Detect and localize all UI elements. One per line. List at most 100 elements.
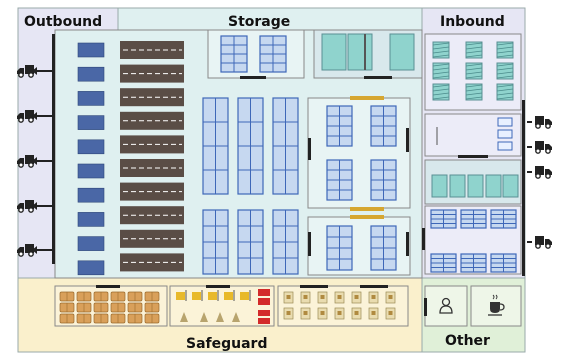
inbound-rack-unit <box>490 209 517 229</box>
shelf-hatch <box>496 54 514 58</box>
inbound-shelves <box>432 41 514 101</box>
rack-room-upper-side-door <box>406 128 409 152</box>
truck-wheel <box>18 72 24 78</box>
truck-wheel <box>545 173 551 179</box>
parts-bins <box>283 291 396 320</box>
shelf-hatch <box>465 42 483 46</box>
red-cart <box>258 289 270 296</box>
shelf-hatch <box>465 54 483 58</box>
shelf-hatch <box>432 54 450 58</box>
truck-wheel <box>545 148 551 154</box>
inbound-racks <box>430 209 517 273</box>
parts-storage-door <box>300 285 328 288</box>
shelf-hatch <box>465 96 483 100</box>
glass-shelf <box>389 33 415 71</box>
truck-cargo <box>25 65 34 74</box>
inbound-dock-wall <box>522 100 525 276</box>
inbound-rack-unit <box>430 209 457 229</box>
inbound-bin <box>497 129 513 139</box>
shelf-hatch <box>496 88 514 92</box>
inbound-left-door <box>422 228 425 250</box>
shelf-hatch <box>465 50 483 54</box>
shelf-hatch <box>496 67 514 71</box>
storage-label: Storage <box>228 14 290 30</box>
shelf-hatch <box>465 71 483 75</box>
box-storage-door <box>96 285 120 288</box>
dispatch-arrowhead <box>32 202 37 210</box>
central-rack-column <box>237 209 264 275</box>
outbound-label: Outbound <box>24 14 102 30</box>
shelf-hatch <box>496 96 514 100</box>
truck-icon <box>17 65 34 78</box>
room-rack-unit <box>326 159 353 201</box>
shelf-hatch <box>496 84 514 88</box>
parts-bin-label <box>388 295 393 299</box>
box-stacks <box>59 291 160 324</box>
truck-icon <box>535 141 552 154</box>
central-rack-column <box>202 97 229 195</box>
hand-truck <box>232 312 240 322</box>
coffee-cup-icon <box>488 294 505 316</box>
loading-bay <box>77 115 105 130</box>
inbound-rack-unit <box>460 209 487 229</box>
inbound-glass-shelf <box>467 174 484 198</box>
truck-wheel <box>18 251 24 257</box>
shelf-hatch <box>432 92 450 96</box>
outbound-loading-bays <box>77 42 105 276</box>
loading-bay <box>77 91 105 106</box>
truck-icon <box>535 116 552 129</box>
parts-bin-label <box>320 295 325 299</box>
rack-room-lower-door <box>350 215 384 219</box>
truck-wheel <box>28 207 34 213</box>
truck-cargo <box>25 110 34 119</box>
rack-room-lower-racks <box>326 225 397 271</box>
parts-bin-label <box>371 295 376 299</box>
shelf-hatch <box>432 63 450 67</box>
glass-shelf <box>321 33 347 71</box>
forklift <box>224 292 233 300</box>
shelf-hatch <box>465 92 483 96</box>
rack-room-upper-left-door <box>308 138 311 160</box>
parts-bin-label <box>388 311 393 315</box>
inbound-shelf-bin <box>432 41 450 59</box>
central-rack-column <box>202 209 229 275</box>
truck-cargo <box>25 244 34 253</box>
shelf-hatch <box>496 92 514 96</box>
shelf-hatch <box>465 88 483 92</box>
shelf-hatch <box>432 75 450 79</box>
parts-bin-label <box>337 311 342 315</box>
shelf-hatch <box>432 42 450 46</box>
truck-wheel <box>535 173 541 179</box>
shelf-hatch <box>465 67 483 71</box>
shelving-room-door <box>364 76 392 79</box>
central-rack-column <box>272 97 299 195</box>
loading-bay <box>77 236 105 251</box>
inbound-receiving-door <box>458 155 488 158</box>
loading-bay <box>77 139 105 155</box>
truck-wheel <box>545 243 551 249</box>
safeguard-label: Safeguard <box>186 336 267 352</box>
truck-wheel <box>535 123 541 129</box>
parts-bin-label <box>354 311 359 315</box>
glass-shelf <box>347 33 373 71</box>
shelf-hatch <box>432 96 450 100</box>
room-rack-unit <box>370 105 397 147</box>
other-label: Other <box>445 333 490 349</box>
inbound-shelf-bin <box>465 41 483 59</box>
parts-bin-label <box>286 295 291 299</box>
dispatch-arrowhead <box>32 246 37 254</box>
shelf-partition <box>364 34 366 70</box>
dispatch-arrowhead <box>32 67 37 75</box>
equipment-storage-door <box>206 285 230 288</box>
truck-wheel <box>18 207 24 213</box>
dispatch-arrowhead <box>32 112 37 120</box>
truck-wheel <box>28 251 34 257</box>
parts-storage-door-2 <box>360 285 388 288</box>
hand-truck <box>216 312 224 322</box>
inbound-label: Inbound <box>440 14 505 30</box>
truck-wheel <box>28 72 34 78</box>
truck-wheel <box>28 117 34 123</box>
shelf-hatch <box>496 63 514 67</box>
shelf-hatch <box>432 67 450 71</box>
